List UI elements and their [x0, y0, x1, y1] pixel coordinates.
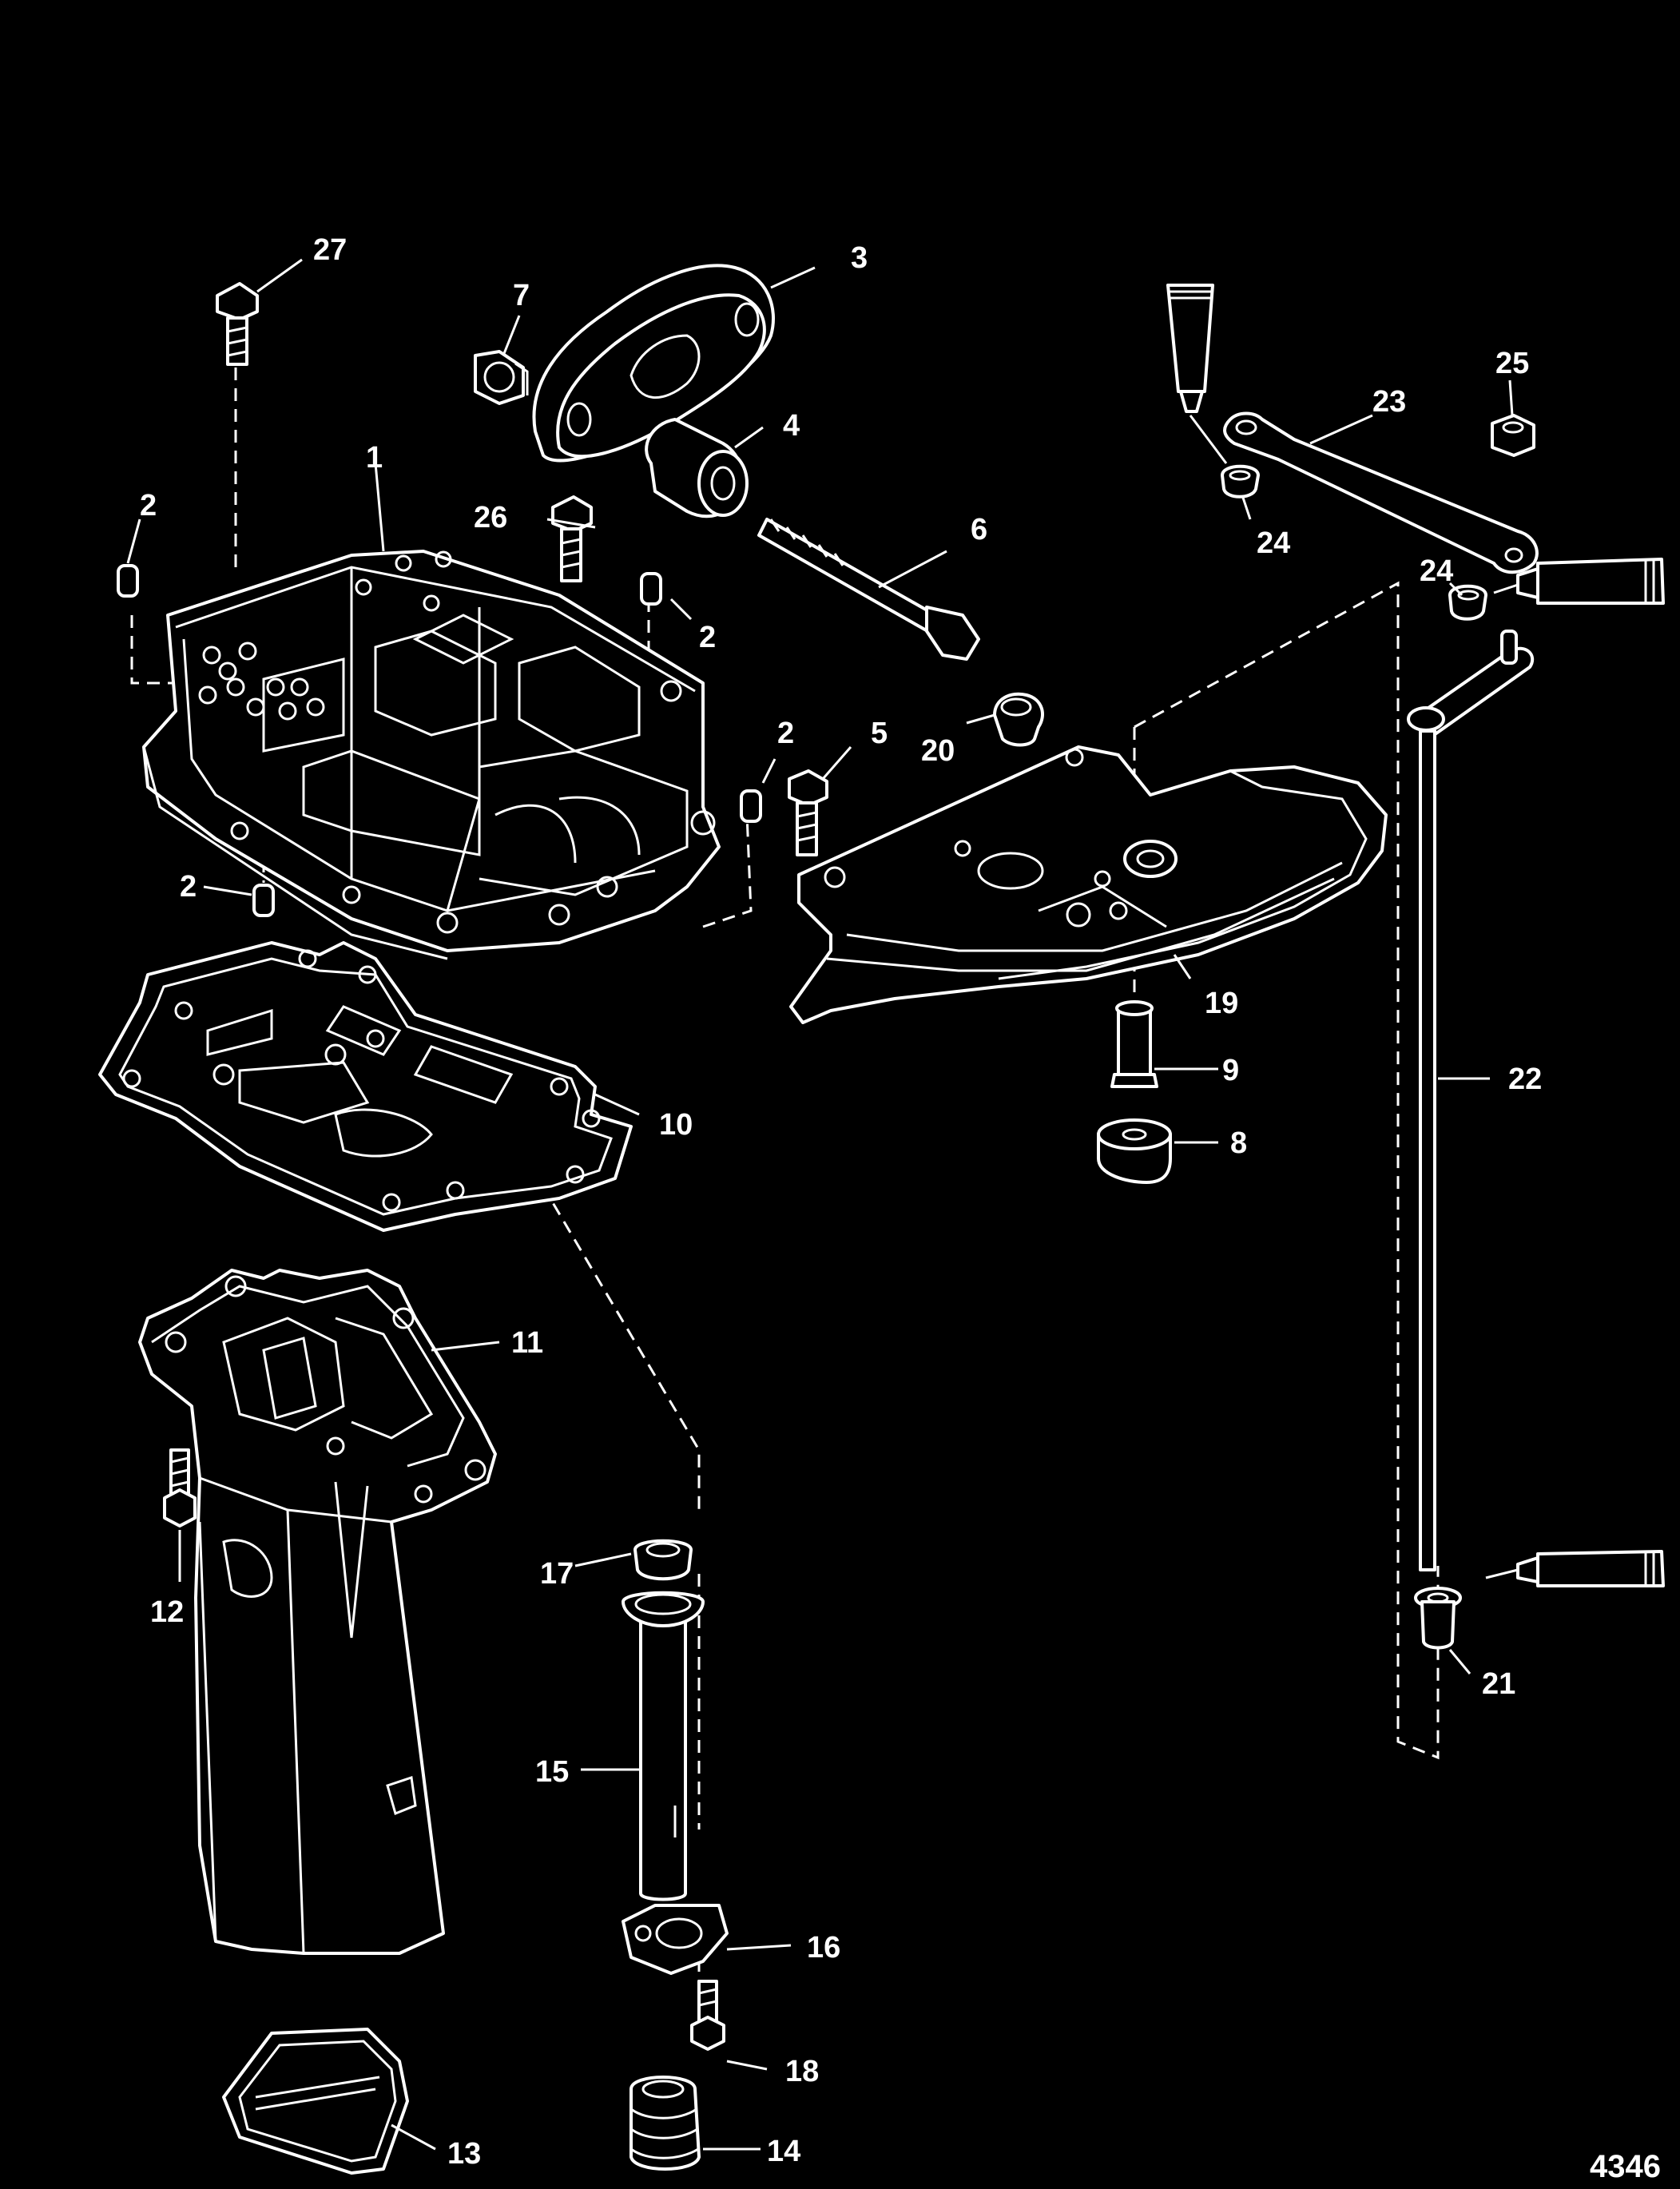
link-rod-22	[1407, 630, 1535, 1571]
callout-18: 18	[785, 2055, 819, 2088]
pin-9	[1110, 1000, 1158, 1088]
callout-13: 13	[447, 2137, 481, 2171]
callout-22: 22	[1508, 1063, 1542, 1096]
callout-23: 23	[1372, 385, 1406, 419]
callout-25: 25	[1495, 347, 1529, 380]
gasket-10	[98, 941, 633, 1232]
washer-24-upper	[1221, 464, 1260, 499]
callout-2-left: 2	[140, 489, 157, 522]
callout-24-lower: 24	[1420, 554, 1453, 588]
grease-tube-icon-upper: 95	[1166, 284, 1214, 413]
shield-19	[789, 745, 1388, 1024]
bushing-21	[1414, 1587, 1462, 1650]
grommet-17	[633, 1539, 693, 1581]
bushing-8	[1097, 1118, 1172, 1184]
callout-24-upper: 24	[1257, 526, 1290, 560]
callout-17: 17	[540, 1557, 574, 1591]
dowel-pins	[117, 564, 762, 917]
callout-6: 6	[971, 513, 987, 546]
tube-label-middle: 95	[1566, 578, 1587, 600]
callout-27: 27	[313, 233, 347, 267]
figure-number: 4346	[1590, 2149, 1661, 2184]
driveshaft-housing-11	[138, 1269, 497, 1955]
callout-3: 3	[851, 241, 868, 275]
callout-1: 1	[366, 441, 383, 475]
callout-21: 21	[1482, 1667, 1515, 1701]
bolt-5	[788, 769, 828, 856]
grease-tube-icon-lower: 95	[1516, 1550, 1665, 1587]
callout-2-bottom: 2	[180, 870, 197, 904]
callout-2-right: 2	[777, 717, 794, 750]
tube-label-lower: 95	[1586, 1561, 1607, 1583]
callout-9: 9	[1222, 1054, 1239, 1087]
callout-20: 20	[921, 734, 955, 768]
seal-14	[630, 2076, 701, 2171]
bolt-26	[551, 495, 593, 582]
screw-18	[690, 1980, 725, 2051]
grease-tube-icon-middle: 95	[1516, 558, 1665, 605]
callout-leader-lines	[126, 258, 1519, 2151]
callout-26: 26	[474, 501, 507, 534]
adapter-plate	[142, 550, 721, 960]
callout-15: 15	[535, 1755, 569, 1789]
callout-16: 16	[807, 1931, 840, 1965]
callout-11: 11	[511, 1326, 543, 1360]
grommet-20	[993, 692, 1044, 747]
lever-23	[1223, 411, 1539, 574]
callout-labels: 27 1 2 3 7 4 6 26 2 2 5 20 2 19 9 8 10 1…	[140, 233, 1542, 2171]
callout-4: 4	[783, 409, 800, 443]
callout-14: 14	[767, 2135, 800, 2168]
nut-7	[474, 350, 529, 405]
bolt-27	[216, 282, 259, 366]
nut-25	[1491, 414, 1535, 457]
callout-12: 12	[150, 1595, 184, 1629]
bushing-4	[645, 418, 749, 518]
screw-12	[163, 1448, 197, 1528]
bolt-6	[757, 518, 980, 661]
bracket-16	[622, 1904, 729, 1975]
callout-2-mid: 2	[699, 621, 716, 654]
callout-10: 10	[659, 1108, 693, 1142]
water-tube-15	[622, 1591, 705, 1901]
seal-13	[222, 2028, 409, 2175]
callout-7: 7	[513, 279, 530, 312]
callout-5: 5	[871, 717, 888, 750]
washer-24-lower	[1448, 584, 1487, 621]
callout-19: 19	[1205, 987, 1238, 1020]
callout-8: 8	[1230, 1126, 1247, 1160]
tube-label-upper: 95	[1174, 323, 1196, 344]
